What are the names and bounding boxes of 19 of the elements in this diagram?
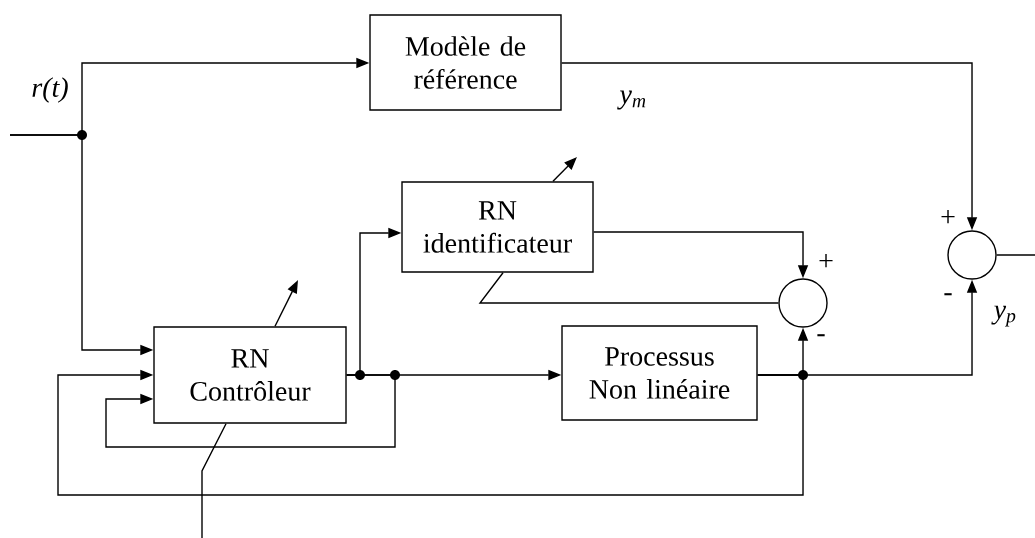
- arrow: [552, 157, 577, 182]
- summing-junction: [778, 278, 828, 328]
- process-box: RN Contrôleur: [153, 326, 347, 424]
- arrow: [57, 369, 804, 496]
- connector-line: [996, 254, 1035, 256]
- process-box: RN identificateur: [401, 181, 594, 273]
- process-box: Modèle de référence: [369, 14, 562, 111]
- process-box: Processus Non linéaire: [561, 325, 758, 421]
- connector-line: [201, 423, 227, 538]
- signal-label: y$_{m}$: [617, 90, 646, 110]
- signal-label: r(t): [32, 77, 68, 103]
- arrow: [105, 374, 396, 448]
- summing-junction: [947, 230, 997, 280]
- connector-line: [478, 272, 779, 304]
- sign-label: -: [817, 334, 825, 337]
- sign-label: -: [944, 293, 952, 296]
- sign-label: +: [941, 210, 955, 224]
- sign-label: +: [819, 254, 833, 268]
- signal-label: y$_{p}$: [991, 305, 1016, 327]
